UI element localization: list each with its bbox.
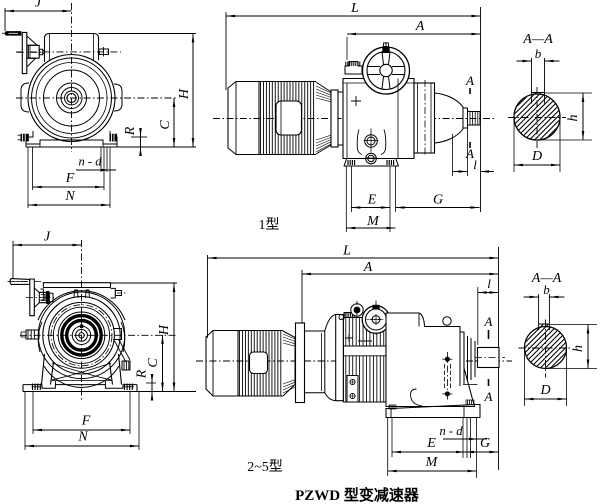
svg-text:C: C: [158, 120, 173, 130]
svg-text:A: A: [363, 260, 373, 275]
svg-text:D: D: [539, 383, 550, 398]
svg-text:J: J: [35, 0, 42, 11]
svg-text:A—A: A—A: [522, 32, 553, 47]
svg-text:PZWD 型变减速器: PZWD 型变减速器: [295, 486, 420, 504]
svg-text:N: N: [64, 189, 75, 204]
svg-text:h: h: [566, 115, 581, 122]
svg-text:L: L: [342, 244, 351, 259]
svg-text:A: A: [415, 19, 425, 34]
svg-text:R: R: [123, 126, 138, 136]
svg-text:R: R: [135, 369, 150, 379]
svg-text:l: l: [473, 157, 477, 172]
svg-text:b: b: [543, 282, 550, 297]
svg-text:D: D: [531, 149, 542, 164]
svg-text:A: A: [484, 389, 493, 404]
svg-text:G: G: [433, 193, 443, 208]
svg-text:n - d: n - d: [440, 424, 464, 438]
svg-text:n - d: n - d: [79, 155, 103, 169]
svg-text:h: h: [571, 345, 586, 352]
svg-text:G: G: [480, 436, 490, 451]
svg-text:M: M: [425, 455, 439, 470]
svg-text:N: N: [77, 430, 88, 445]
svg-text:L: L: [350, 1, 359, 16]
svg-text:A—A: A—A: [531, 271, 562, 286]
svg-text:l: l: [487, 276, 491, 291]
svg-text:E: E: [426, 436, 436, 451]
svg-text:b: b: [535, 46, 542, 61]
svg-text:J: J: [44, 230, 51, 245]
svg-text:E: E: [367, 193, 377, 208]
svg-text:2~5型: 2~5型: [247, 459, 283, 475]
svg-text:F: F: [65, 171, 75, 186]
svg-text:A: A: [465, 73, 474, 88]
svg-text:H: H: [177, 88, 192, 100]
svg-text:M: M: [366, 214, 380, 229]
svg-text:C: C: [146, 358, 161, 368]
svg-text:A: A: [484, 314, 493, 329]
svg-text:1型: 1型: [259, 217, 280, 233]
svg-text:A: A: [465, 146, 474, 161]
svg-text:H: H: [157, 324, 172, 336]
svg-text:F: F: [81, 414, 91, 429]
